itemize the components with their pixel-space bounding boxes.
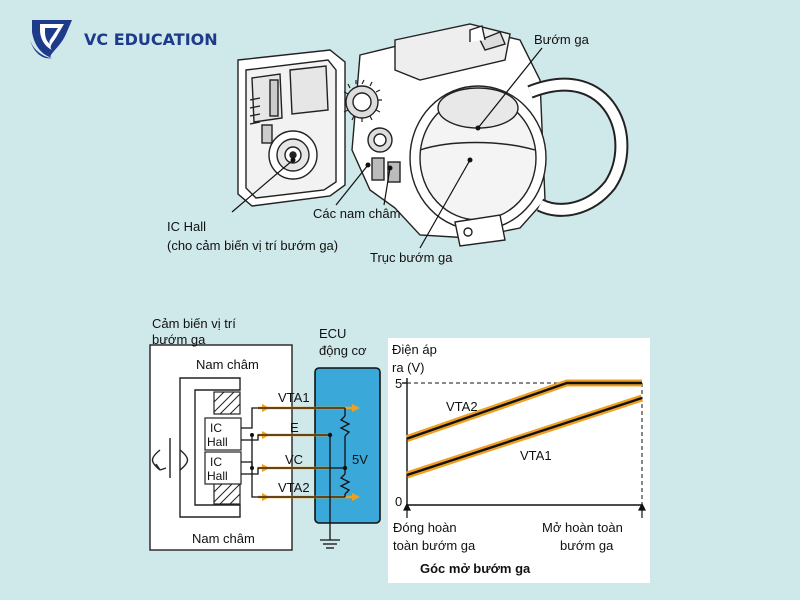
chart-ytick-label-0: 0 <box>395 494 402 509</box>
sensor-title-line1: Cảm biến vị trí <box>152 316 236 331</box>
label-magnets: Các nam châm <box>313 206 400 221</box>
ic-hall-2 <box>204 451 242 485</box>
ecu-box <box>314 367 381 524</box>
ecu-title-line2: động cơ <box>319 343 367 358</box>
x-left-label-line1: Đóng hoàn <box>393 520 457 535</box>
pin-vta1-label: VTA1 <box>278 390 310 405</box>
circuit-diagram: Cảm biến vị trí bướm ga IC Hall IC Hall … <box>149 316 381 551</box>
magnet-bottom-label: Nam châm <box>192 531 255 546</box>
chart-series-layer <box>405 379 644 479</box>
label-throttle-shaft: Trục bướm ga <box>370 250 453 265</box>
sensor-cover-drawing <box>237 49 346 207</box>
chart-ylabel-line2: ra (V) <box>392 360 425 375</box>
brand-emblem-icon <box>30 20 72 59</box>
rotation-arrow-icon <box>151 438 189 478</box>
sensor-title-line2: bướm ga <box>152 332 206 347</box>
pin-vc-label: VC <box>285 452 303 467</box>
ic-hall-1-text-b: Hall <box>207 435 228 449</box>
brand-logo: VC EDUCATION <box>30 20 218 59</box>
wiring <box>241 407 351 549</box>
chart-xlabel: Góc mở bướm ga <box>420 561 531 576</box>
series-label-vta2: VTA2 <box>446 399 478 414</box>
wire-junctions <box>250 432 348 471</box>
pin-e-label: E <box>290 420 299 435</box>
x-right-label-line1: Mở hoàn toàn <box>542 520 623 535</box>
magnet-top-label: Nam châm <box>196 357 259 372</box>
top-leader-lines <box>231 47 543 249</box>
label-throttle-valve: Bướm ga <box>534 32 590 47</box>
voltage-chart: Điện áp ra (V) 5 0 VTA2 VTA1 Đóng hoàn t… <box>388 338 650 583</box>
ic-hall-1 <box>204 417 242 451</box>
ic-hall-2-text-a: IC <box>210 455 222 469</box>
magnet-top <box>213 391 241 415</box>
label-ic-hall-note: (cho cảm biến vị trí bướm ga) <box>167 238 338 253</box>
series-label-vta1: VTA1 <box>520 448 552 463</box>
ic-hall-2-text-b: Hall <box>207 469 228 483</box>
rotor-yoke <box>179 377 241 518</box>
chart-panel <box>388 338 650 583</box>
series-line-vta1 <box>406 396 643 477</box>
chart-ytick-label-5: 5 <box>395 376 402 391</box>
magnet-bottom <box>213 481 241 505</box>
brand-name: VC EDUCATION <box>84 30 218 49</box>
pin-vta2-label: VTA2 <box>278 480 310 495</box>
x-left-label-line2: toàn bướm ga <box>393 538 476 553</box>
series-line-vta2 <box>406 381 642 440</box>
x-end-arrows <box>403 502 646 518</box>
label-ic-hall: IC Hall <box>167 219 206 234</box>
x-right-label-line2: bướm ga <box>560 538 614 553</box>
ic-hall-1-text-a: IC <box>210 421 222 435</box>
top-leader-dots <box>290 125 481 171</box>
supply-voltage-label: 5V <box>352 452 368 467</box>
throttle-housing-drawing <box>343 23 629 247</box>
ecu-title-line1: ECU <box>319 326 346 341</box>
chart-ylabel-line1: Điện áp <box>392 342 437 357</box>
throttle-body-illustration <box>237 23 629 247</box>
